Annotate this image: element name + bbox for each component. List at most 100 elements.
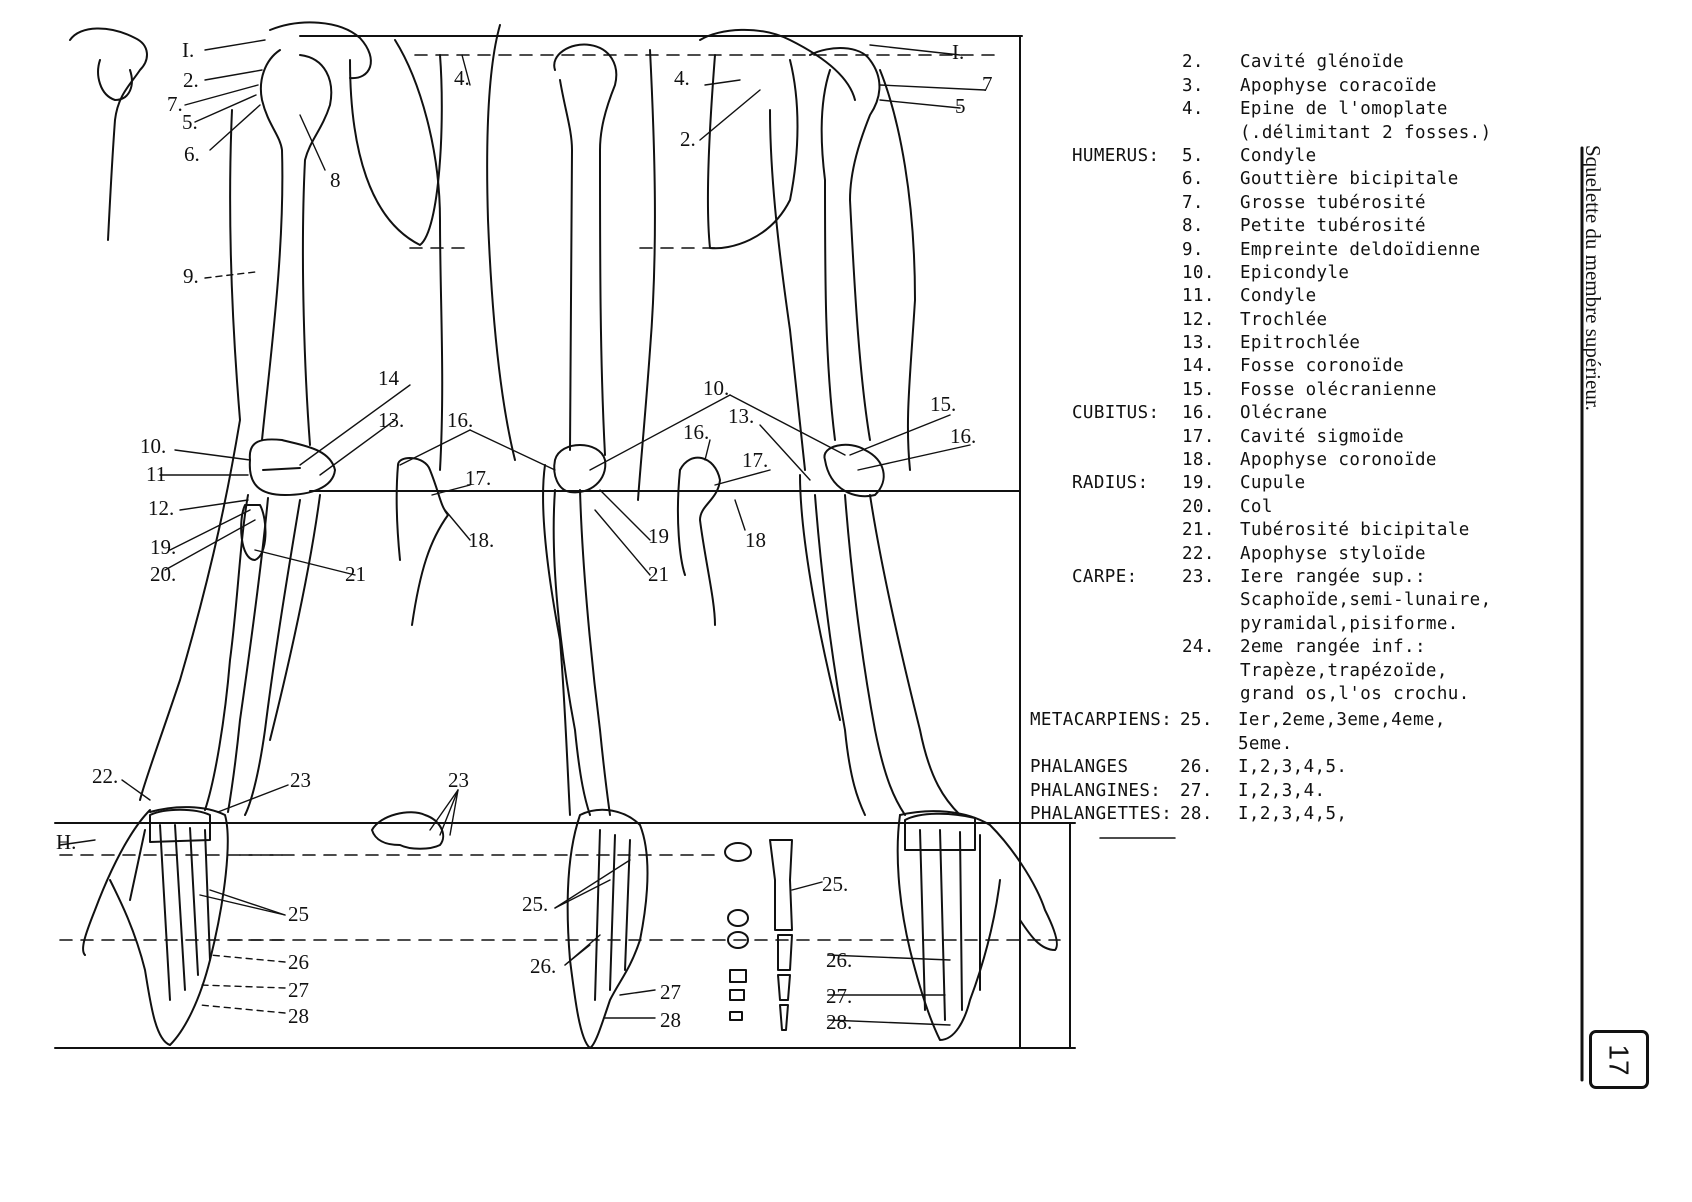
label-26: 26. bbox=[530, 954, 557, 978]
legend-number: 5. bbox=[1182, 145, 1204, 166]
legend-number: 2. bbox=[1182, 52, 1204, 73]
label-16: 16. bbox=[950, 424, 977, 448]
label-15: 15. bbox=[930, 392, 957, 416]
legend-number: 28. bbox=[1180, 803, 1213, 824]
legend-text: Ier,2eme,3eme,4eme, bbox=[1238, 710, 1446, 731]
legend-number: 9. bbox=[1182, 239, 1204, 260]
label-23: 23 bbox=[448, 768, 469, 792]
label-22: 22. bbox=[92, 764, 119, 788]
label-17: 17. bbox=[742, 448, 769, 472]
label-h: H. bbox=[56, 830, 77, 854]
label-4: 4. bbox=[674, 66, 690, 90]
legend-category: PHALANGETTES: bbox=[1030, 803, 1173, 824]
legend-number: 10. bbox=[1182, 262, 1215, 283]
legend-category: RADIUS: bbox=[1072, 473, 1149, 494]
legend-number: 8. bbox=[1182, 216, 1204, 237]
legend-number: 27. bbox=[1180, 780, 1213, 801]
legend-text: Empreinte deldoïdienne bbox=[1240, 239, 1481, 260]
label-16: 16. bbox=[683, 420, 710, 444]
legend-number: 26. bbox=[1180, 757, 1213, 778]
legend-category: PHALANGINES: bbox=[1030, 780, 1162, 801]
label-21: 21 bbox=[648, 562, 669, 586]
label-28: 28 bbox=[288, 1004, 309, 1028]
label-14: 14 bbox=[378, 366, 399, 390]
legend-category: PHALANGES bbox=[1030, 757, 1129, 778]
legend-text: 2eme rangée inf.: bbox=[1240, 637, 1426, 658]
legend-number: 12. bbox=[1182, 309, 1215, 330]
legend-number: 3. bbox=[1182, 75, 1204, 96]
label-18: 18. bbox=[468, 528, 495, 552]
label-19: 19. bbox=[150, 535, 177, 559]
label-21: 21 bbox=[345, 562, 366, 586]
label-12: 12. bbox=[148, 496, 175, 520]
label-23: 23 bbox=[290, 768, 311, 792]
label-28: 28 bbox=[660, 1008, 681, 1032]
legend-text: Apophyse styloïde bbox=[1240, 543, 1426, 564]
label-19: 19 bbox=[648, 524, 669, 548]
legend-text: grand os,l'os crochu. bbox=[1240, 683, 1470, 704]
label-8: 8 bbox=[330, 168, 341, 192]
legend-text: Apophyse coronoïde bbox=[1240, 450, 1437, 471]
label-27: 27 bbox=[288, 978, 309, 1002]
legend-category: CARPE: bbox=[1072, 567, 1138, 587]
legend-text: Cavité glénoïde bbox=[1240, 52, 1405, 73]
legend-text: Petite tubérosité bbox=[1240, 216, 1426, 237]
label-25: 25. bbox=[822, 872, 849, 896]
legend-number: 20. bbox=[1182, 496, 1215, 517]
label-11: 11 bbox=[146, 462, 167, 486]
legend-text: Condyle bbox=[1240, 145, 1317, 166]
legend-text: Gouttière bicipitale bbox=[1240, 169, 1459, 190]
page-title: Squelette du membre supérieur. bbox=[1581, 145, 1605, 411]
label-25: 25 bbox=[288, 902, 309, 926]
legend-text: I,2,3,4,5. bbox=[1238, 757, 1348, 778]
label-5: 5. bbox=[182, 110, 198, 134]
label-5: 5 bbox=[955, 94, 966, 118]
legend-text: Grosse tubérosité bbox=[1240, 192, 1426, 213]
legend-text: Olécrane bbox=[1240, 403, 1328, 424]
label-17: 17. bbox=[465, 466, 492, 490]
legend-number: 22. bbox=[1182, 543, 1215, 564]
label-7: 7. bbox=[167, 92, 183, 116]
label-20: 20. bbox=[150, 562, 177, 586]
legend-number: 4. bbox=[1182, 99, 1204, 120]
label-25: 25. bbox=[522, 892, 549, 916]
legend-number: 25. bbox=[1180, 710, 1213, 731]
legend-text: Epitrochlée bbox=[1240, 333, 1361, 354]
legend-text: Fosse coronoïde bbox=[1240, 356, 1405, 377]
legend-number: 24. bbox=[1182, 637, 1215, 658]
legend-number: 7. bbox=[1182, 192, 1204, 213]
label-2: 2. bbox=[183, 68, 199, 92]
legend-text: Fosse olécranienne bbox=[1240, 379, 1437, 400]
legend-number: 15. bbox=[1182, 379, 1215, 400]
legend-text: (.délimitant 2 fosses.) bbox=[1240, 122, 1492, 143]
label-13: 13. bbox=[378, 408, 405, 432]
legend-number: 14. bbox=[1182, 356, 1215, 377]
label-16: 16. bbox=[447, 408, 474, 432]
label-28: 28. bbox=[826, 1010, 853, 1034]
label-27: 27 bbox=[660, 980, 681, 1004]
legend-text: Cupule bbox=[1240, 473, 1306, 494]
label-13: 13. bbox=[728, 404, 755, 428]
label-10: 10. bbox=[703, 376, 730, 400]
label-1: I. bbox=[182, 38, 195, 62]
legend-text: I,2,3,4,5, bbox=[1238, 803, 1348, 824]
page-number: 17 bbox=[1589, 1030, 1649, 1089]
label-10: 10. bbox=[140, 434, 167, 458]
label-1: I. bbox=[952, 40, 965, 64]
legend-number: 6. bbox=[1182, 169, 1204, 190]
legend-text: Col bbox=[1240, 496, 1273, 517]
legend-number: 17. bbox=[1182, 426, 1215, 447]
legend-text: Trapèze,trapézoïde, bbox=[1240, 660, 1448, 681]
legend-category: METACARPIENS: bbox=[1030, 710, 1173, 731]
legend-text: Scaphoïde,semi-lunaire, bbox=[1240, 590, 1492, 611]
label-9: 9. bbox=[183, 264, 199, 288]
label-26: 26. bbox=[826, 948, 853, 972]
label-2: 2. bbox=[680, 127, 696, 151]
legend-text: Epicondyle bbox=[1240, 262, 1350, 283]
legend-text: Cavité sigmoïde bbox=[1240, 426, 1405, 447]
legend-text: Trochlée bbox=[1240, 309, 1328, 330]
legend-category: HUMERUS: bbox=[1072, 145, 1160, 166]
label-7: 7 bbox=[982, 72, 993, 96]
label-26: 26 bbox=[288, 950, 309, 974]
